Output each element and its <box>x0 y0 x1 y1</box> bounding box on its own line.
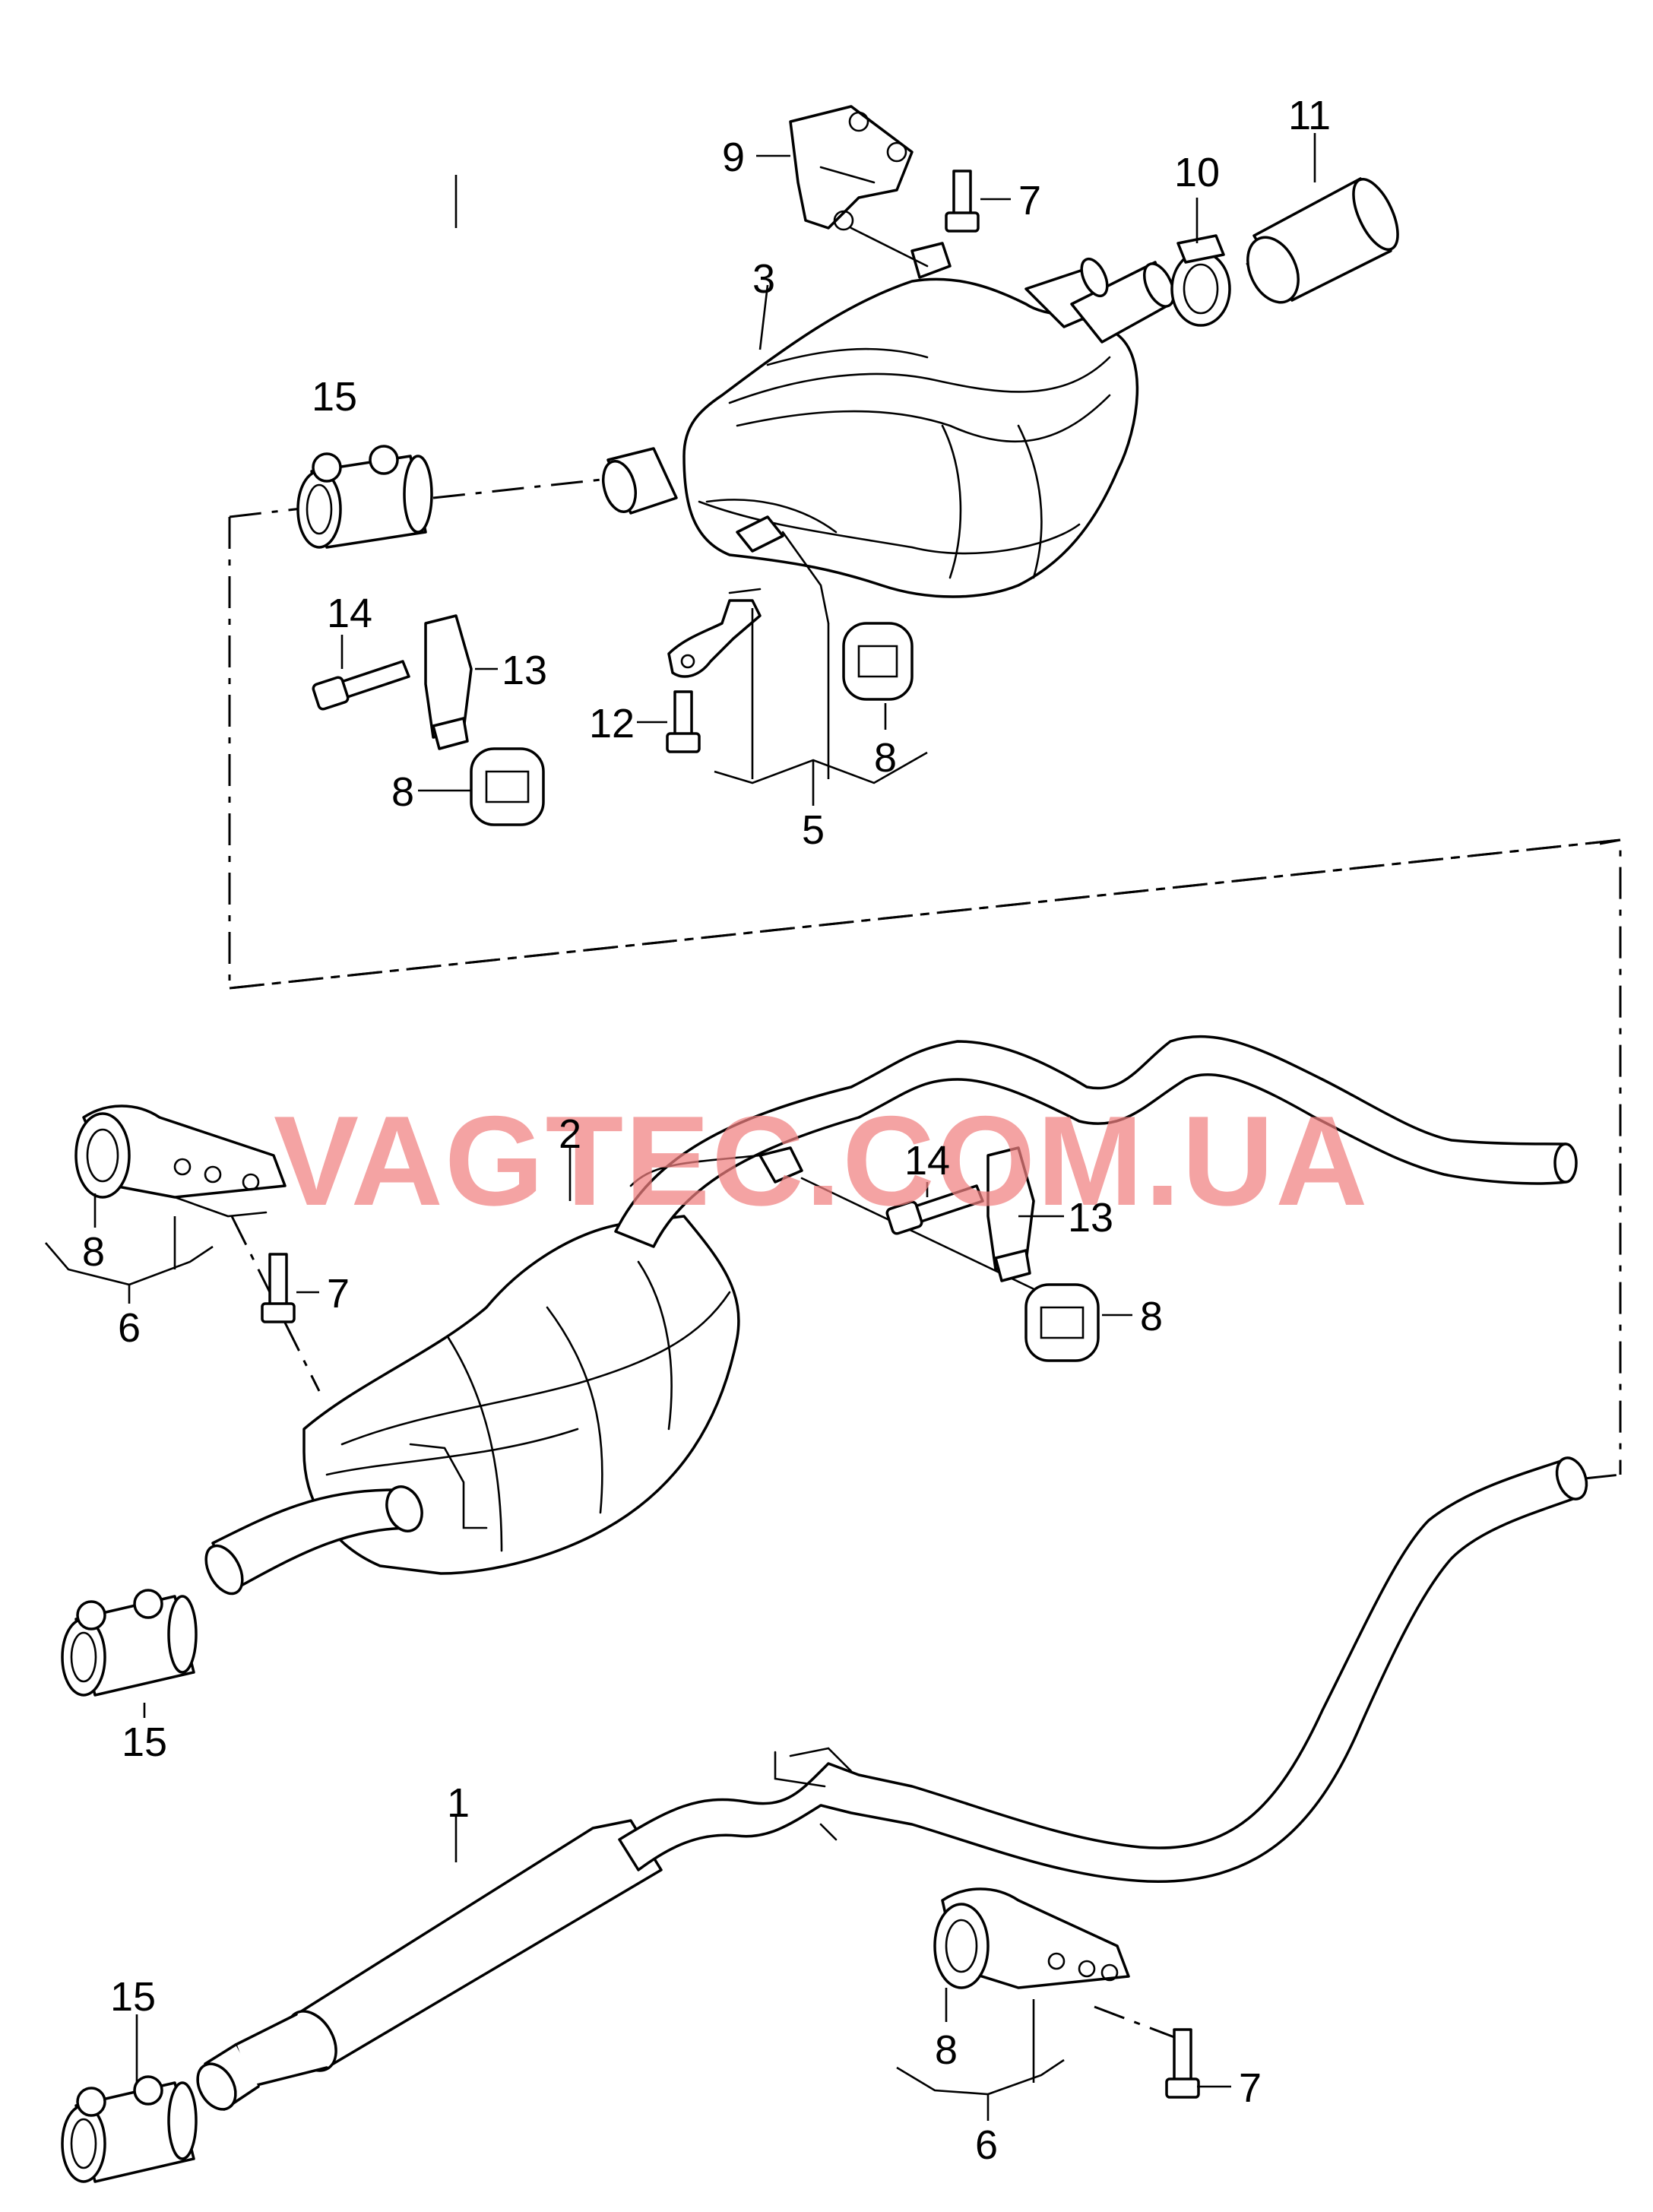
callout-12: 12 <box>589 701 635 746</box>
clamp-part-15-bottom <box>61 2075 198 2183</box>
clamp-part-10 <box>1170 234 1231 327</box>
watermark-text: VAGTEC.COM.UA <box>274 1089 1370 1232</box>
bracket-part-13-middle <box>986 1146 1035 1282</box>
rear-silencer-part-3 <box>602 227 1176 625</box>
callout-9: 9 <box>722 135 745 180</box>
rubber-mount-part-8-c <box>1024 1283 1100 1362</box>
callout-8-mount-top: 8 <box>874 735 897 781</box>
clamp-part-15-top <box>296 445 433 549</box>
bolt-part-7-middle <box>261 1253 296 1323</box>
bolt-part-7-bottom <box>1165 2028 1200 2099</box>
bracket-part-13-top <box>424 614 473 750</box>
callout-8-mount-middle: 8 <box>1140 1294 1163 1339</box>
front-pipe-part-1 <box>196 1456 1588 2111</box>
centre-silencer-part-2 <box>204 1035 1578 1596</box>
callout-14-middle: 14 <box>904 1138 950 1184</box>
callout-1: 1 <box>447 1780 470 1826</box>
callout-5: 5 <box>802 807 825 853</box>
bolt-part-14-top <box>312 660 410 711</box>
callout-13-middle: 13 <box>1068 1195 1113 1241</box>
rubber-mount-part-8-a <box>842 622 914 701</box>
callout-15-bottom: 15 <box>110 1974 156 2020</box>
callout-6-lower: 6 <box>975 2122 998 2168</box>
leader-lines <box>45 133 1316 2121</box>
callout-8-bracket-upper: 8 <box>82 1229 105 1275</box>
bracket-part-9 <box>789 105 914 231</box>
callout-7-bottom: 7 <box>1239 2065 1262 2111</box>
bolt-part-7-top <box>945 170 980 233</box>
bracket-part-6-upper <box>74 1104 287 1218</box>
callout-labels: 1 2 3 5 6 6 7 7 7 8 8 8 8 8 9 10 11 12 1… <box>82 93 1331 2168</box>
callout-6-upper: 6 <box>118 1305 141 1351</box>
callout-2: 2 <box>559 1111 581 1157</box>
bolt-part-12 <box>666 690 701 753</box>
callout-8-bracket-lower: 8 <box>935 2027 958 2073</box>
callout-13-top: 13 <box>502 648 547 693</box>
callout-10: 10 <box>1174 150 1220 195</box>
callout-7-top: 7 <box>1018 178 1041 223</box>
callout-11: 11 <box>1288 93 1331 138</box>
hanger-part-5 <box>667 588 762 678</box>
rubber-mount-part-8-b <box>470 747 545 826</box>
callout-15-top: 15 <box>312 374 357 420</box>
bracket-part-6-lower <box>933 1887 1130 1989</box>
clamp-part-15-middle <box>61 1589 198 1697</box>
callout-14-top: 14 <box>327 591 372 636</box>
callout-3: 3 <box>752 256 775 302</box>
callout-7-middle: 7 <box>327 1271 350 1317</box>
callout-8-mount-left: 8 <box>391 769 414 815</box>
bolt-part-14-middle <box>885 1184 984 1235</box>
callout-15-middle: 15 <box>122 1719 167 1765</box>
tailpipe-trim-part-11 <box>1246 177 1399 304</box>
